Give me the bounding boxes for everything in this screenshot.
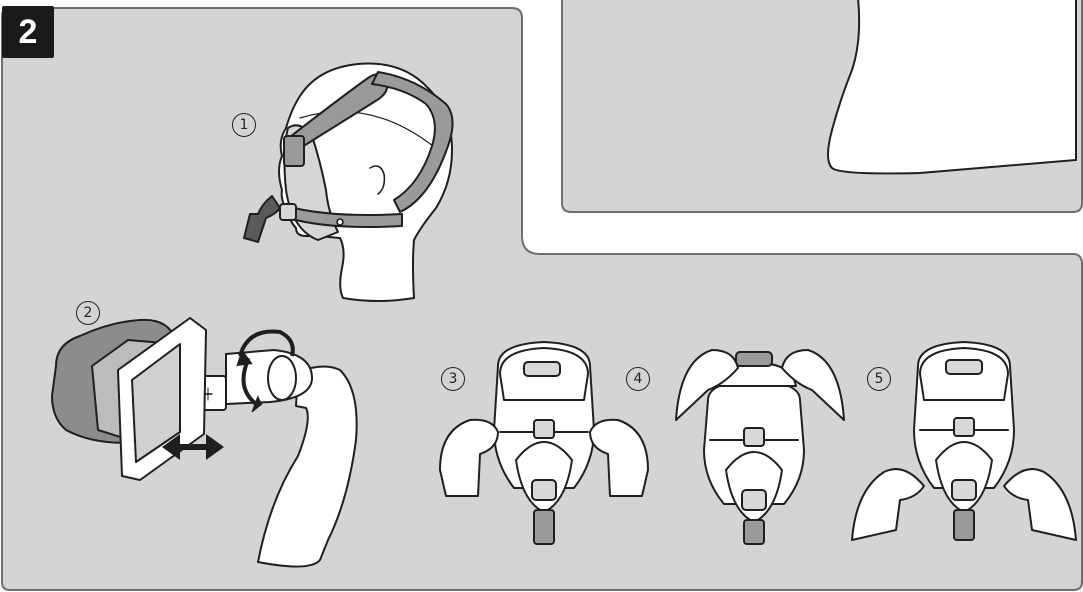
top-right-panel — [562, 0, 1082, 212]
sub-step-label-5: 5 — [867, 367, 891, 391]
sub-step-label-2: 2 — [76, 301, 100, 325]
sub-step-label-1: 1 — [232, 113, 256, 137]
sub-step-label-3: 3 — [441, 367, 465, 391]
sub-step-label-4: 4 — [626, 367, 650, 391]
step-number-badge: 2 — [2, 6, 54, 58]
